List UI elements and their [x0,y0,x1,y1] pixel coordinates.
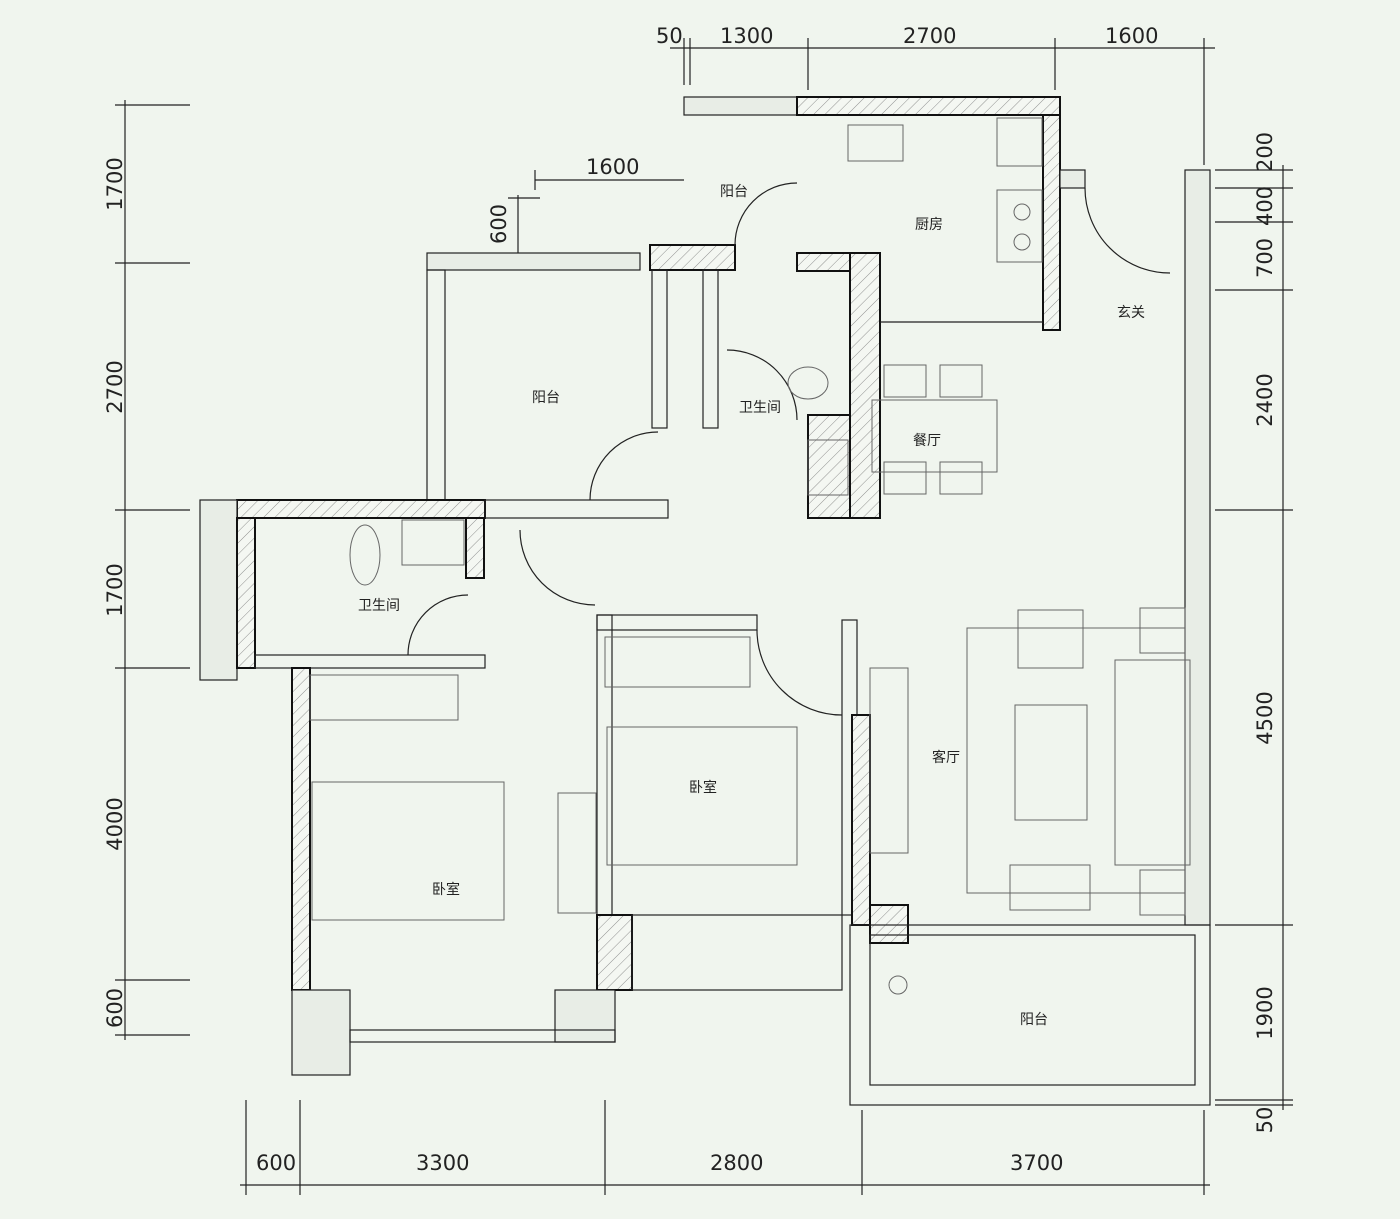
wardrobe [309,674,459,721]
bed [311,781,505,921]
dim-right-4: 2400 [1253,373,1277,426]
armchair [1017,609,1084,669]
room-entrance: 玄关 [1117,304,1145,321]
dim-inner-1: 1600 [586,155,639,179]
room-dining: 餐厅 [913,433,941,449]
dim-top-3: 2700 [903,24,956,48]
stove [996,189,1043,263]
room-labels: 阳台 厨房 玄关 阳台 卫生间 餐厅 卫生间 卧室 客厅 卧室 阳台 [358,184,1145,1028]
room-kitchen: 厨房 [915,217,943,233]
room-bathroom-master: 卫生间 [358,598,400,614]
toilet [787,366,829,400]
dim-right-7: 50 [1253,1107,1277,1134]
basin [401,519,465,566]
wardrobe [604,636,751,688]
ottoman [1009,864,1091,911]
furniture [309,117,1191,995]
dim-right-2: 400 [1253,186,1277,226]
dim-top-2: 1300 [720,24,773,48]
kitchen-sink [847,124,904,162]
tv-cabinet [869,667,909,854]
dim-inner-2: 600 [487,204,511,244]
dim-right-3: 700 [1253,238,1277,278]
dim-right-1: 200 [1253,132,1277,172]
dim-left-4: 4000 [103,797,127,850]
sofa [1114,659,1191,866]
dim-left-2: 2700 [103,360,127,413]
rug [966,627,1186,894]
dim-bottom-2: 3300 [416,1151,469,1175]
basin [807,439,849,496]
room-west-balcony: 阳台 [532,390,560,406]
room-bedroom-second: 卧室 [689,779,717,796]
walls [199,96,1211,1106]
dim-bottom-4: 3700 [1010,1151,1063,1175]
dimension-labels: 50 1300 2700 1600 1700 2700 1700 4000 60… [103,24,1277,1175]
drain-icon [888,975,908,995]
room-utility-balcony: 阳台 [720,184,748,200]
fridge [996,117,1043,167]
coffee-table [1014,704,1088,821]
dim-right-6: 1900 [1253,986,1277,1039]
burner-icon [1013,233,1031,251]
dimension-lines [115,38,1293,1195]
doors [407,182,1171,716]
dim-top-1: 50 [656,24,683,48]
room-living-balcony: 阳台 [1020,1012,1048,1028]
dim-bottom-3: 2800 [710,1151,763,1175]
dim-bottom-1: 600 [256,1151,296,1175]
toilet [349,524,381,586]
dim-left-5: 600 [103,988,127,1028]
room-living: 客厅 [932,749,960,766]
bed [606,726,798,866]
dining-table [871,399,998,473]
room-bathroom-main: 卫生间 [739,400,781,416]
room-bedroom-master: 卧室 [432,881,460,898]
dim-right-5: 4500 [1253,691,1277,744]
burner-icon [1013,203,1031,221]
dim-top-4: 1600 [1105,24,1158,48]
dim-left-1: 1700 [103,157,127,210]
dim-left-3: 1700 [103,563,127,616]
desk [557,792,597,914]
